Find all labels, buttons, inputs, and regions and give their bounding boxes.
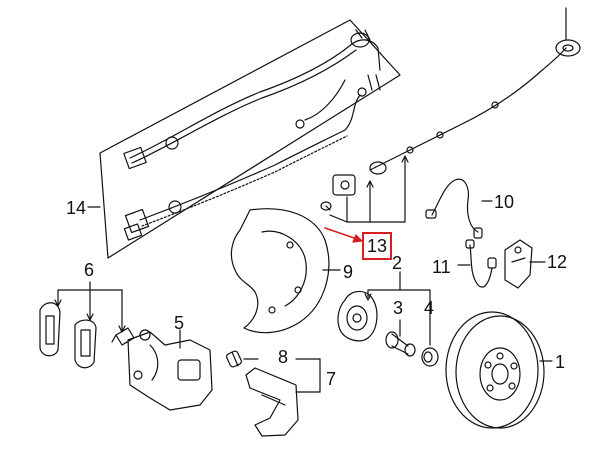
callout-5: 5 (174, 313, 185, 333)
leader-13 (329, 155, 409, 223)
callout-3: 3 (393, 298, 404, 318)
callout-2: 2 (392, 253, 403, 273)
abs-speed-sensor (320, 174, 356, 211)
sensor-bracket-12 (504, 239, 546, 289)
callout-12: 12 (547, 252, 568, 272)
hub-bolt-3 (385, 331, 416, 357)
callout-6: 6 (84, 260, 95, 280)
callout-14: 14 (66, 198, 87, 218)
callout-1: 1 (555, 352, 566, 372)
callout-7: 7 (326, 369, 337, 389)
wheel-hub-2 (337, 290, 378, 342)
callout-10: 10 (494, 192, 515, 212)
callout-8: 8 (278, 347, 289, 367)
hub-cap-4 (421, 347, 439, 367)
backing-plate-9 (230, 208, 341, 334)
callout-13-highlighted: 13 (362, 232, 393, 260)
abs-sensor-wire (369, 7, 581, 175)
kit-sensor-cable-upper (123, 29, 381, 170)
guide-pin-8 (225, 350, 259, 368)
caliper-bracket-7 (245, 358, 321, 437)
wear-sensor-10 (425, 178, 493, 239)
leaders-2-3-4 (364, 271, 431, 346)
callout-4: 4 (424, 298, 435, 318)
brake-pads-6 (39, 302, 135, 369)
wear-sensor-11 (457, 239, 497, 288)
callout-11: 11 (432, 257, 451, 277)
kit-sensor-cable-lower (123, 87, 367, 241)
leader-6 (54, 281, 126, 333)
callout-9: 9 (343, 262, 354, 282)
brake-disc-1 (445, 311, 553, 429)
sensor-kit-box (87, 19, 401, 259)
brake-caliper-5 (127, 329, 213, 411)
